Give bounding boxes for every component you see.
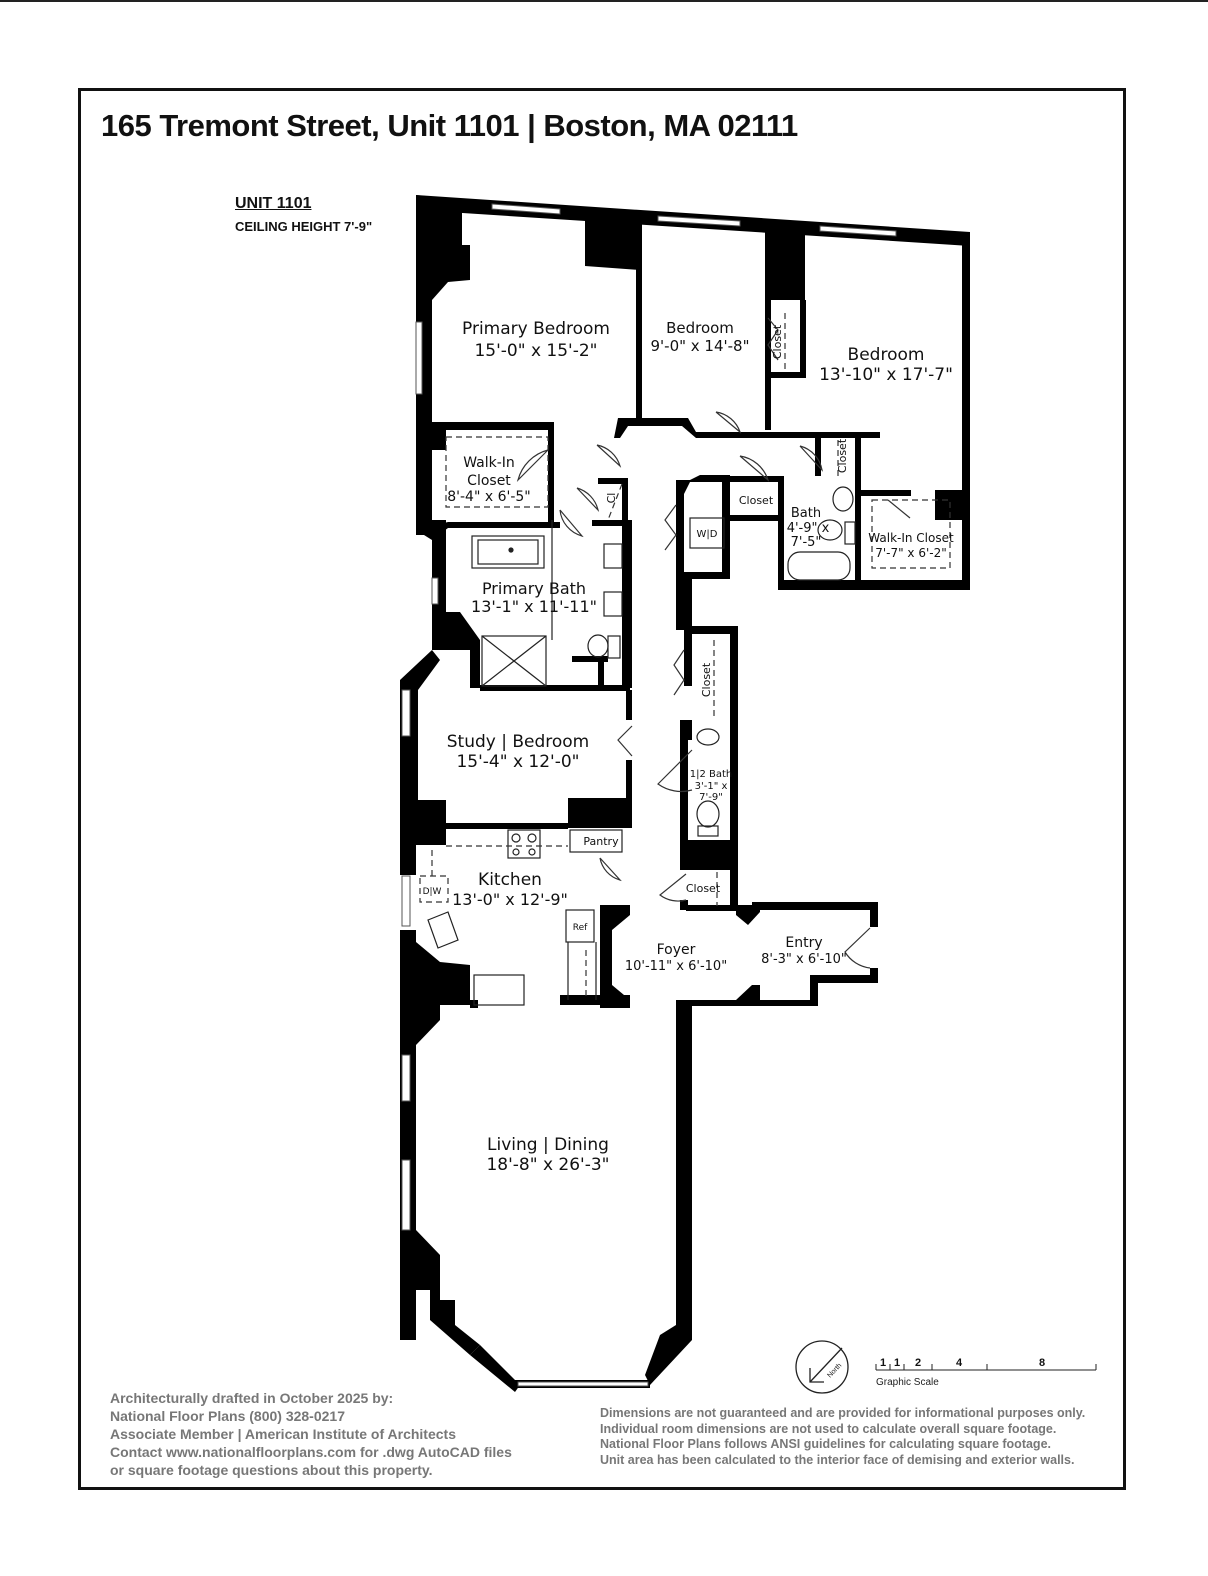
bathtub-icon [471, 535, 545, 569]
north-arrow-icon [809, 1347, 843, 1383]
svg-text:3'-1" x: 3'-1" x [695, 781, 728, 792]
svg-text:8: 8 [1039, 1357, 1045, 1369]
closet-label-hall: Closet [739, 494, 774, 507]
bath-sink-icon [832, 486, 854, 512]
compass-label: North [826, 1362, 843, 1379]
room-label-walk-in-closet-2: Walk-In Closet [868, 531, 954, 545]
svg-text:15'-0" x 15'-2": 15'-0" x 15'-2" [474, 341, 597, 361]
closet-label-bedroom3: Closet [836, 438, 849, 473]
kitchen-sink-icon [427, 911, 459, 949]
room-label-entry: Entry [785, 935, 822, 951]
room-label-bath: Bath [791, 506, 821, 521]
wd-label: W|D [697, 529, 718, 540]
svg-text:7'-5": 7'-5" [791, 535, 822, 550]
doors [516, 317, 911, 969]
dashed-outlines [419, 313, 951, 1000]
room-label-living-dining: Living | Dining [487, 1135, 609, 1155]
room-label-bedroom-3: Bedroom [848, 345, 925, 365]
page-title: 165 Tremont Street, Unit 1101 | Boston, … [101, 108, 798, 143]
fixtures [427, 486, 856, 1006]
svg-text:8'-3" x 6'-10": 8'-3" x 6'-10" [761, 952, 847, 967]
graphic-scale-label: Graphic Scale [876, 1377, 939, 1388]
svg-text:8'-4" x 6'-5": 8'-4" x 6'-5" [447, 489, 531, 505]
svg-text:13'-1" x 11'-11": 13'-1" x 11'-11" [471, 597, 597, 616]
pantry-box [569, 829, 623, 853]
room-label-kitchen: Kitchen [478, 870, 542, 890]
closet-label-foyer: Closet [686, 882, 721, 895]
svg-text:18'-8" x 26'-3": 18'-8" x 26'-3" [486, 1155, 609, 1175]
drafter-credits: Architecturally drafted in October 2025 … [110, 1390, 512, 1478]
svg-text:7'-7" x 6'-2": 7'-7" x 6'-2" [875, 546, 947, 560]
shower-icon [481, 635, 547, 687]
svg-text:1: 1 [894, 1357, 900, 1369]
cl-label: Cl [605, 493, 618, 504]
svg-text:Closet: Closet [467, 473, 511, 489]
svg-text:13'-0" x 12'-9": 13'-0" x 12'-9" [452, 890, 568, 909]
graphic-scale: 1 1 2 4 8 [875, 1357, 1097, 1371]
stove-icon [507, 829, 541, 859]
half-bath-sink-icon [696, 728, 720, 746]
svg-text:7'-9": 7'-9" [699, 792, 723, 803]
page-frame [78, 88, 1126, 1490]
sink-icon-2 [603, 591, 623, 617]
svg-text:1: 1 [880, 1357, 886, 1369]
small-labels: Closet Closet Cl Closet W|D Closet Pantr… [423, 324, 849, 933]
room-label-primary-bath: Primary Bath [482, 579, 586, 598]
svg-text:2: 2 [915, 1357, 921, 1369]
svg-text:4'-9" x: 4'-9" x [787, 521, 830, 536]
svg-text:10'-11" x 6'-10": 10'-11" x 6'-10" [625, 959, 727, 974]
top-border [0, 0, 1208, 2]
refrigerator-icon [565, 909, 595, 943]
bath-tub-icon [787, 551, 851, 581]
unit-label: UNIT 1101 [235, 195, 312, 212]
room-label-half-bath: 1|2 Bath [690, 769, 733, 780]
svg-text:9'-0" x 14'-8": 9'-0" x 14'-8" [650, 337, 749, 355]
room-label-study: Study | Bedroom [447, 732, 590, 752]
room-label-walk-in-closet: Walk-In [463, 455, 515, 471]
ceiling-height: CEILING HEIGHT 7'-9" [235, 219, 373, 234]
room-labels: Primary Bedroom 15'-0" x 15'-2" Bedroom … [447, 319, 954, 1175]
windows [401, 203, 897, 1387]
disclaimer: Dimensions are not guaranteed and are pr… [600, 1406, 1086, 1467]
toilet-icon [587, 634, 609, 658]
compass: North [795, 1340, 849, 1394]
ref-label: Ref [573, 923, 588, 933]
svg-text:15'-4" x 12'-0": 15'-4" x 12'-0" [456, 752, 579, 772]
dw-label: D|W [423, 887, 442, 897]
walls [400, 195, 970, 1392]
svg-text:13'-10" x 17'-7": 13'-10" x 17'-7" [819, 365, 953, 385]
pantry-label: Pantry [583, 835, 619, 848]
washer-dryer-icon [689, 517, 725, 549]
room-label-foyer: Foyer [657, 942, 696, 958]
room-label-primary-bedroom: Primary Bedroom [462, 319, 610, 339]
compass-circle [795, 1340, 849, 1394]
svg-text:4: 4 [956, 1357, 963, 1369]
bath-toilet-icon [817, 519, 843, 541]
half-bath-toilet-icon [696, 800, 720, 828]
closet-label-bedroom2: Closet [771, 324, 784, 359]
sink-icon [603, 543, 623, 569]
closet-label-hall-2: Closet [700, 662, 713, 697]
room-label-bedroom-2: Bedroom [666, 319, 734, 337]
